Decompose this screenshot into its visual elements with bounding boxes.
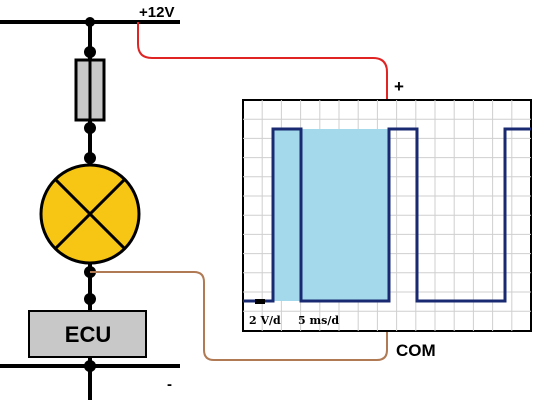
time-per-div-label: 5 ms/d bbox=[298, 314, 339, 327]
junction-dots bbox=[84, 17, 96, 372]
common-probe-wire bbox=[90, 271, 388, 361]
probe-common-label: COM bbox=[396, 341, 436, 360]
negative-supply-label: - bbox=[167, 376, 172, 393]
signal-trace bbox=[243, 127, 531, 303]
ecu-box bbox=[28, 310, 147, 358]
lamp-icon bbox=[39, 163, 141, 265]
volts-per-div-label: 2 V/d bbox=[249, 314, 281, 327]
trace-ground-marker bbox=[255, 299, 265, 304]
positive-supply-label: +12V bbox=[139, 4, 174, 21]
duty-cycle-fill bbox=[273, 129, 389, 301]
positive-probe-wire bbox=[137, 22, 388, 100]
probe-positive-label: + bbox=[394, 77, 404, 96]
ecu-label: ECU bbox=[65, 322, 111, 347]
